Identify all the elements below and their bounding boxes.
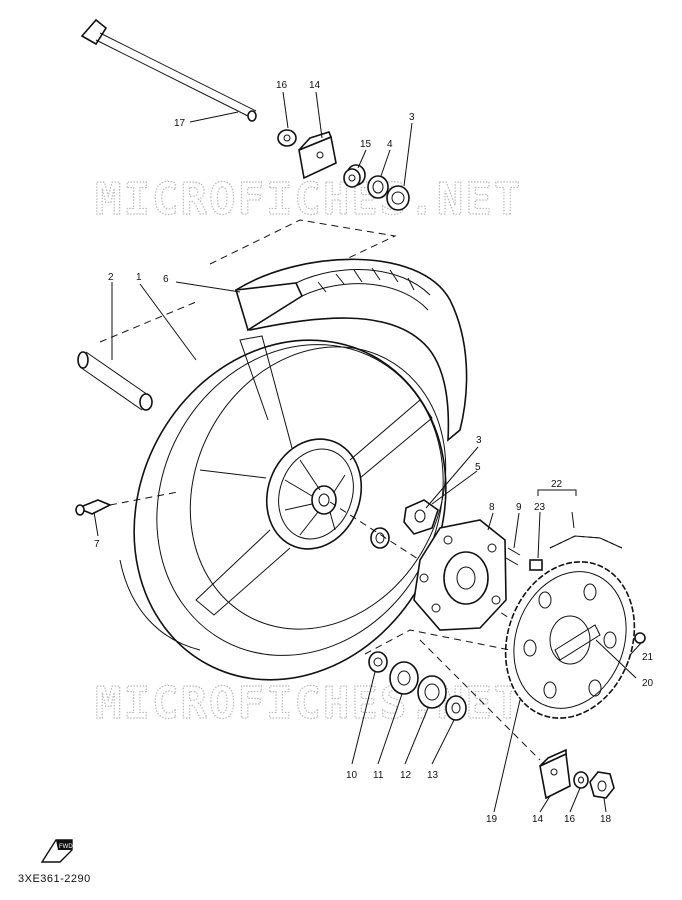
callout-16-bottom: 16 bbox=[564, 814, 576, 825]
drive-chain bbox=[549, 535, 623, 549]
callout-16-top: 16 bbox=[276, 80, 288, 91]
axis-line-lower bbox=[419, 639, 541, 761]
callout-19: 19 bbox=[486, 814, 498, 825]
dashed-bracket-lower bbox=[364, 629, 511, 655]
callout-15: 15 bbox=[360, 139, 372, 150]
callout-2: 2 bbox=[108, 272, 114, 283]
callout-5: 5 bbox=[475, 462, 481, 473]
callout-6: 6 bbox=[163, 274, 169, 285]
nut-23 bbox=[529, 559, 543, 571]
callout-20: 20 bbox=[642, 678, 654, 689]
front-arrow-icon: FWD bbox=[40, 839, 73, 863]
bearing-11 bbox=[389, 661, 419, 695]
callout-1: 1 bbox=[136, 272, 142, 283]
callout-9: 9 bbox=[516, 502, 522, 513]
callout-14-top: 14 bbox=[309, 80, 321, 91]
axle-nut bbox=[589, 771, 615, 799]
stud-bolts bbox=[505, 547, 521, 566]
callout-7: 7 bbox=[94, 539, 100, 550]
sprocket-nut bbox=[634, 632, 646, 644]
callout-labels: 17 16 14 15 4 3 6 2 1 7 3 5 8 9 23 22 21… bbox=[94, 80, 654, 825]
valve-stem bbox=[75, 491, 179, 516]
collar-10 bbox=[368, 651, 388, 673]
callout-18: 18 bbox=[600, 814, 612, 825]
callout-4: 4 bbox=[387, 139, 393, 150]
callout-3-mid: 3 bbox=[476, 435, 482, 446]
callout-8: 8 bbox=[489, 502, 495, 513]
bearing-mid bbox=[370, 527, 390, 549]
tire bbox=[234, 258, 468, 442]
collar-5 bbox=[403, 499, 439, 535]
callout-11: 11 bbox=[373, 770, 384, 781]
callout-21: 21 bbox=[642, 652, 654, 663]
spacer-15 bbox=[343, 164, 366, 188]
leader-lines bbox=[93, 91, 643, 813]
dashed-bracket-top bbox=[209, 219, 397, 265]
callout-17: 17 bbox=[174, 118, 186, 129]
callout-14-bottom: 14 bbox=[532, 814, 544, 825]
spacer-13 bbox=[445, 695, 467, 721]
front-arrow-label: FWD bbox=[59, 844, 73, 850]
oil-seal-4 bbox=[367, 175, 389, 199]
collar-bottom bbox=[573, 771, 589, 789]
callout-23: 23 bbox=[534, 502, 546, 513]
seal-12 bbox=[417, 675, 447, 709]
callout-13: 13 bbox=[427, 770, 439, 781]
callout-22: 22 bbox=[551, 479, 563, 490]
sprocket-hub bbox=[413, 519, 507, 631]
collar-top bbox=[277, 129, 297, 147]
axle bbox=[80, 18, 257, 122]
wheel-spacer-2 bbox=[77, 351, 153, 411]
bearing-top bbox=[386, 185, 410, 211]
callout-10: 10 bbox=[346, 770, 358, 781]
watermark-top: MICROFICHES.NET bbox=[95, 174, 522, 225]
callout-12: 12 bbox=[400, 770, 412, 781]
dashed-bracket-left bbox=[99, 301, 197, 343]
diagram-code: 3XE361-2290 bbox=[18, 873, 91, 885]
chain-puller-top bbox=[298, 131, 337, 180]
chain-puller-bottom bbox=[539, 748, 571, 800]
rear-sprocket bbox=[504, 561, 636, 719]
callout-3-top: 3 bbox=[409, 112, 415, 123]
